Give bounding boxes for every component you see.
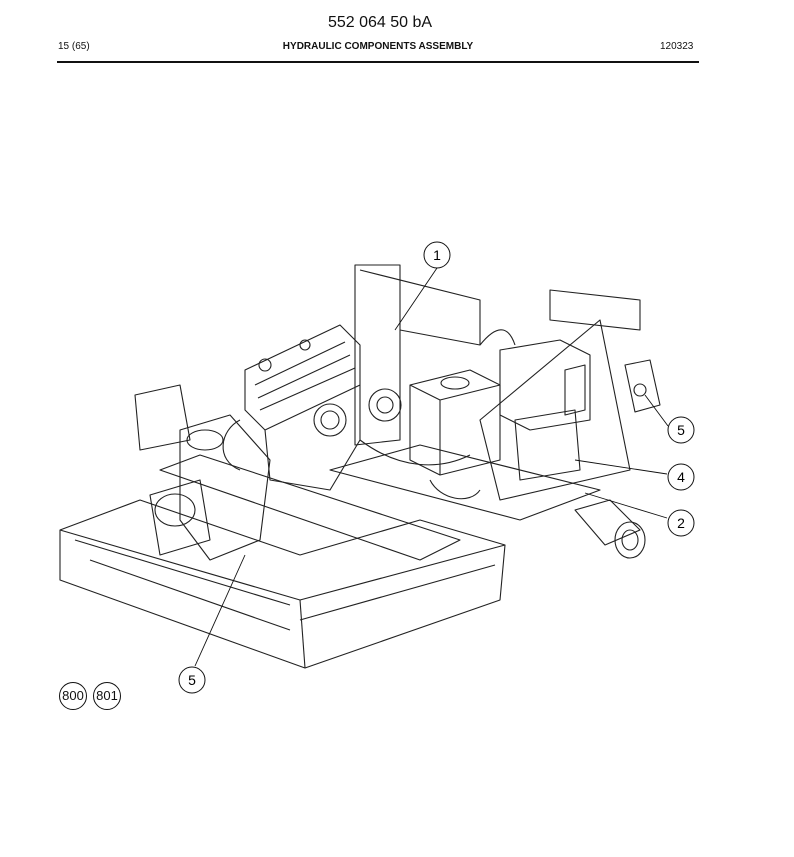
callout-5-left: 5 — [178, 666, 206, 694]
callout-1: 1 — [423, 241, 451, 269]
callout-label: 4 — [677, 469, 685, 485]
callout-2: 2 — [667, 509, 695, 537]
callout-label: 5 — [677, 422, 685, 438]
reference-801[interactable]: 801 — [93, 682, 121, 710]
callout-5-right: 5 — [667, 416, 695, 444]
reference-800[interactable]: 800 — [59, 682, 87, 710]
section-title: HYDRAULIC COMPONENTS ASSEMBLY — [282, 41, 474, 52]
callout-4: 4 — [667, 463, 695, 491]
header-rule — [57, 61, 699, 63]
page-count: 15 (65) — [58, 41, 90, 52]
date-code: 120323 — [660, 41, 694, 52]
callout-label: 2 — [677, 515, 685, 531]
callout-label: 1 — [433, 247, 441, 263]
doc-number: 552 064 50 bA — [327, 14, 433, 31]
callout-label: 5 — [188, 672, 196, 688]
